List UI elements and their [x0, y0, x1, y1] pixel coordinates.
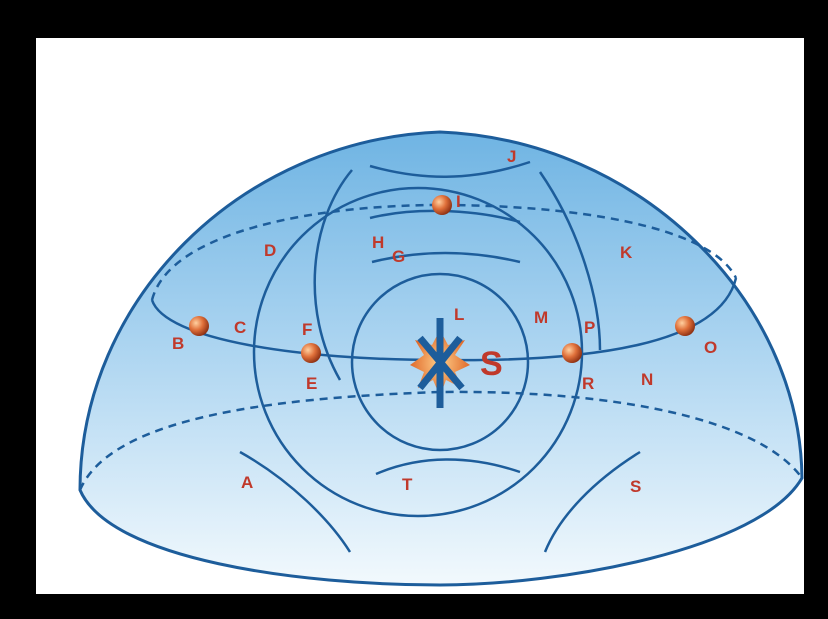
central-star-icon — [410, 318, 470, 408]
label-k: K — [620, 243, 633, 262]
label-e: E — [306, 374, 317, 393]
label-c: C — [234, 318, 246, 337]
label-i: I — [456, 192, 461, 211]
label-b: B — [172, 334, 184, 353]
label-f: F — [302, 320, 312, 339]
arc-g — [371, 251, 521, 264]
sphere-b — [189, 316, 209, 336]
label-o: O — [704, 338, 717, 357]
label-r: R — [582, 374, 594, 393]
label-g: G — [392, 247, 405, 266]
label-a: A — [241, 473, 253, 492]
label-d: D — [264, 241, 276, 260]
sphere-f — [301, 343, 321, 363]
label-s-lower: S — [630, 477, 641, 496]
arc-d — [313, 169, 353, 381]
label-p: P — [584, 318, 595, 337]
arc-k — [538, 171, 602, 351]
sphere-o — [675, 316, 695, 336]
sphere-p — [562, 343, 582, 363]
label-l: L — [454, 305, 464, 324]
label-s-center: S — [480, 345, 503, 383]
sphere-i — [432, 195, 452, 215]
label-h: H — [372, 233, 384, 252]
label-n: N — [641, 370, 653, 389]
arc-s — [543, 450, 641, 553]
label-t: T — [402, 475, 413, 494]
inner-circle — [350, 272, 530, 452]
label-m: M — [534, 308, 548, 327]
arc-j — [369, 160, 531, 178]
arc-a — [239, 450, 352, 553]
large-circle — [252, 186, 584, 518]
arc-t — [375, 458, 521, 476]
ring-dashed-back — [150, 203, 738, 301]
label-j: J — [507, 147, 516, 166]
